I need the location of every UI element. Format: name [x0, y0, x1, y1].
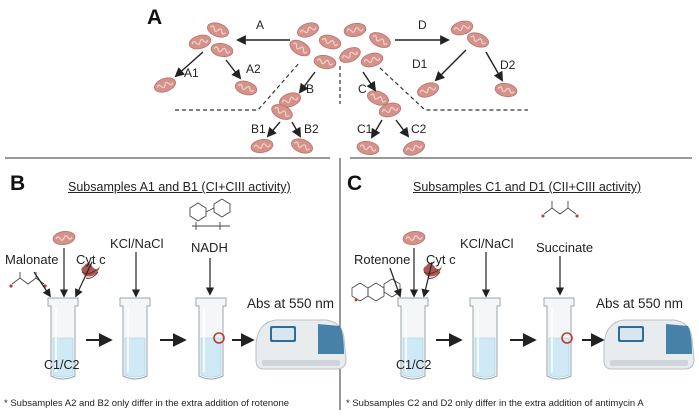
- mito-d-subsample: [449, 18, 492, 51]
- cuvette-c2: [469, 297, 501, 380]
- nadh-structure: [189, 198, 231, 230]
- label-arrow-c: C: [358, 82, 367, 96]
- arrow-a2: [225, 59, 242, 80]
- spectrophotometer-c: [603, 319, 695, 370]
- mito-a1: [151, 74, 179, 96]
- mito-b1: [249, 137, 275, 155]
- arrow-c: [362, 71, 377, 92]
- mito-b-subsample: [268, 89, 304, 124]
- rotenone-structure: [351, 278, 401, 302]
- label-c1: C1: [357, 122, 373, 136]
- reagent-succinate: Succinate: [536, 240, 594, 255]
- label-b1: B1: [251, 122, 266, 136]
- reagent-malonate: Malonate: [5, 252, 59, 267]
- mito-c-subsample: [364, 87, 403, 120]
- panel-letter-a: A: [147, 6, 163, 29]
- reagent-nadh: NADH: [191, 240, 228, 255]
- arrow-d2: [485, 51, 503, 82]
- reagent-kcl-c: KCl/NaCl: [460, 236, 514, 251]
- label-a1: A1: [184, 66, 199, 80]
- arrow-c1: [371, 119, 383, 139]
- cuvette-c3: [543, 297, 575, 380]
- mito-c-reagent: [401, 229, 427, 247]
- arrow-b1: [266, 121, 281, 138]
- panel-letter-c: C: [347, 172, 363, 195]
- label-b2: B2: [304, 122, 319, 136]
- label-a2: A2: [246, 62, 261, 76]
- indicator-ring-b: [213, 332, 225, 344]
- mito-cluster-center: [286, 19, 394, 71]
- cytc-structure: [81, 263, 100, 279]
- reagent-cytc-c: Cyt c: [426, 252, 456, 267]
- label-c2: C2: [411, 122, 427, 136]
- cuvette-b3: [195, 297, 227, 380]
- arrow-malonate: [33, 271, 51, 298]
- malonate-structure: [9, 272, 47, 288]
- arrow-a1: [174, 51, 204, 78]
- mito-d1: [414, 79, 442, 101]
- mito-b2: [288, 135, 316, 157]
- arrow-rotenone: [389, 267, 402, 298]
- arrow-c2: [395, 119, 410, 138]
- arrow-b2: [291, 121, 301, 138]
- label-arrow-d: D: [418, 18, 427, 32]
- readout-c: Abs at 550 nm: [596, 296, 684, 311]
- panel-letter-b: B: [10, 172, 26, 195]
- label-arrow-b: B: [306, 82, 315, 96]
- footnote-c: * Subsamples C2 and D2 only differ in th…: [346, 398, 644, 409]
- spectrophotometer-b: [255, 319, 347, 370]
- mito-c1: [355, 139, 381, 157]
- label-d2: D2: [500, 58, 516, 72]
- arrow-cytc-c: [421, 261, 433, 298]
- arrow-b: [298, 71, 316, 94]
- mito-b-reagent: [51, 229, 77, 247]
- panel-b-heading: Subsamples A1 and B1 (CI+CIII activity): [68, 180, 291, 194]
- cuvette-label-c: C1/C2: [396, 358, 432, 372]
- cuvette-label-b: C1/C2: [44, 358, 80, 372]
- succinate-structure: [541, 201, 579, 218]
- mito-a2: [233, 78, 259, 98]
- arrow-d1: [434, 49, 467, 82]
- reagent-cytc-b: Cyt c: [76, 252, 106, 267]
- indicator-ring-c: [561, 332, 573, 344]
- panel-c-heading: Subsamples C1 and D1 (CII+CIII activity): [413, 180, 642, 194]
- arrow-cytc-b: [75, 261, 93, 298]
- mito-c2: [400, 137, 428, 159]
- mito-d2: [493, 81, 519, 99]
- readout-b: Abs at 550 nm: [247, 296, 335, 311]
- reagent-kcl-b: KCl/NaCl: [110, 236, 164, 251]
- mito-a-subsample: [187, 19, 235, 59]
- label-d1: D1: [412, 57, 428, 71]
- cuvette-b2: [119, 297, 151, 380]
- reagent-rotenone: Rotenone: [354, 252, 411, 267]
- footnote-b: * Subsamples A2 and B2 only differ in th…: [4, 398, 290, 409]
- cytc-structure-c: [423, 263, 442, 279]
- label-arrow-a: A: [256, 18, 265, 32]
